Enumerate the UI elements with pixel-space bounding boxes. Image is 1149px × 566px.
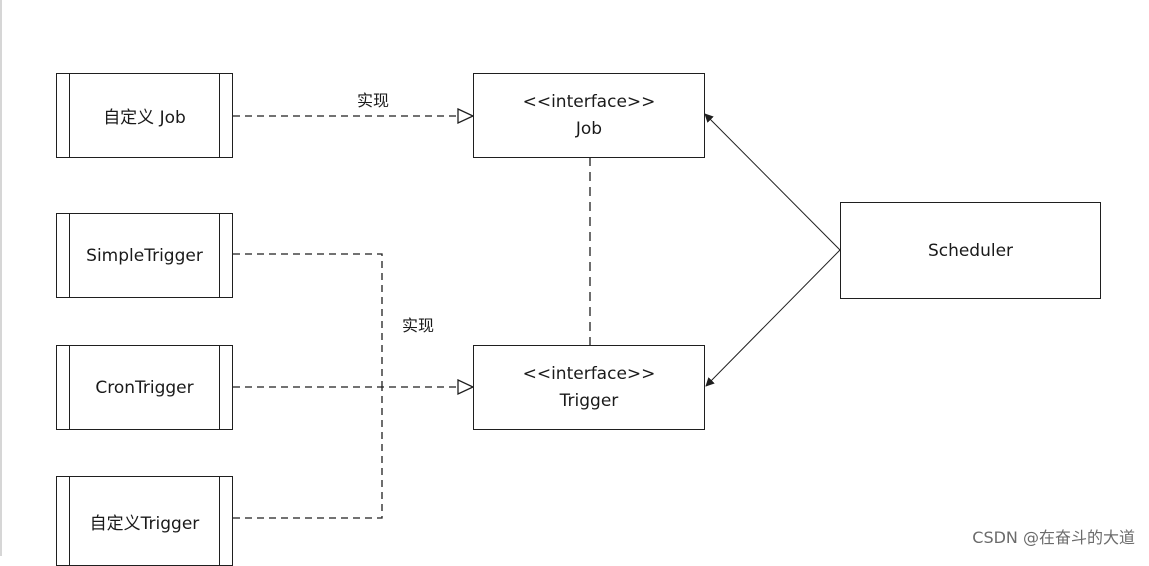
edge-label-job-realization: 实现 (357, 91, 390, 110)
realization-arrowhead-trigger (457, 378, 475, 396)
node-custom-job[interactable]: 自定义 Job (56, 73, 233, 158)
edge-simple-trigger-realizes-trigger (233, 253, 383, 387)
node-cron-trigger-label: CronTrigger (95, 377, 194, 398)
edge-label-trigger-realization: 实现 (402, 316, 435, 335)
node-scheduler[interactable]: Scheduler (840, 202, 1101, 299)
node-scheduler-label: Scheduler (927, 240, 1014, 261)
node-simple-trigger-label: SimpleTrigger (86, 245, 203, 266)
job-interface-name: Job (575, 118, 603, 139)
node-trigger-interface[interactable]: <<interface>> Trigger (473, 345, 705, 430)
node-cron-trigger[interactable]: CronTrigger (56, 345, 233, 430)
trigger-interface-stereotype: <<interface>> (522, 363, 656, 384)
job-interface-stereotype: <<interface>> (522, 91, 656, 112)
node-custom-trigger-label: 自定义Trigger (89, 513, 200, 534)
trigger-interface-name: Trigger (559, 390, 619, 411)
node-simple-trigger[interactable]: SimpleTrigger (56, 213, 233, 298)
realization-arrowhead-job (457, 107, 475, 125)
watermark: CSDN @在奋斗的大道 (972, 528, 1135, 547)
edge-custom-trigger-realizes-trigger (233, 387, 383, 519)
node-custom-job-label: 自定义 Job (103, 108, 186, 128)
edge-scheduler-to-job (704, 113, 841, 251)
edge-scheduler-to-trigger (705, 249, 841, 387)
canvas-left-border (0, 0, 2, 556)
node-custom-trigger[interactable]: 自定义Trigger (56, 476, 233, 566)
node-job-interface[interactable]: <<interface>> Job (473, 73, 705, 158)
